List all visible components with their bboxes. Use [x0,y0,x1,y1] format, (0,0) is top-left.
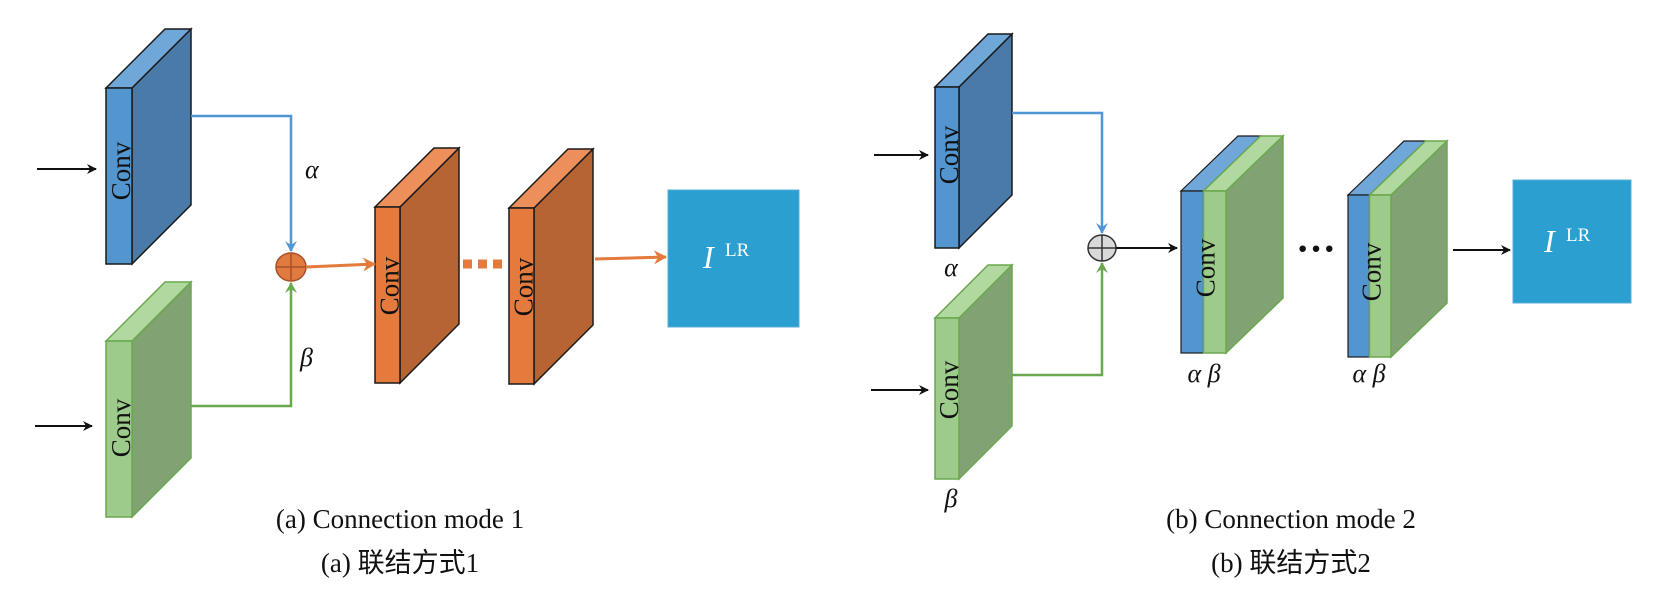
beta-label-b: β [944,484,958,513]
output-superscript-b: LR [1566,225,1591,246]
orange-arrow-2 [594,250,667,265]
mid1-alpha-beta-label: α β [1187,359,1220,388]
caption-a-zh: (a) 联结方式1 [321,548,479,578]
beta-path [191,282,297,408]
front-face [934,86,960,249]
ellipsis-dots: ··· [1296,226,1336,271]
front-face [934,317,960,480]
conv-label: Conv [1357,242,1387,301]
conv-label: Conv [509,257,539,316]
conv-block-a-bottom: Conv [104,280,193,519]
panel-a-connectors: I LR α β (a) Connection mode 1 (a) 联结方式1 [35,114,800,578]
front-face [105,340,133,518]
conv-block-a-mid2: Conv [507,147,595,386]
beta-label: β [299,343,313,372]
concat-block-b-mid2: Conv [1346,139,1449,359]
front-face [508,207,535,385]
front-face [374,206,401,384]
conv-block-b-bottom: Conv [933,263,1014,481]
front-face-beta [1202,190,1227,354]
beta-path-b [1012,262,1108,377]
conv-block-b-top: Conv [933,32,1014,250]
output-symbol-b: I [1543,223,1556,259]
output-superscript: LR [725,240,750,261]
add-operator-icon-b [1087,234,1117,262]
conv-label: Conv [1191,238,1221,297]
conv-label: Conv [106,141,136,200]
alpha-path-b [1012,111,1108,234]
alpha-path [191,114,297,252]
caption-b-zh: (b) 联结方式2 [1211,548,1371,578]
conv-label: Conv [106,398,136,457]
orange-arrow-1 [305,257,376,272]
mid2-alpha-beta-label: α β [1352,359,1385,388]
output-lr-box [667,189,800,328]
conv-label: Conv [934,360,964,419]
front-face-beta [1368,194,1392,358]
concat-block-b-mid1: Conv [1179,134,1285,355]
conv-block-a-mid1: Conv [373,146,461,385]
output-lr-box-b [1512,179,1632,304]
output-symbol: I [702,239,715,275]
front-face [105,87,133,265]
conv-label: Conv [934,125,964,184]
panel-b-connectors: ··· I LR α β α β α β (b) Connection mode… [871,111,1632,578]
conv-label: Conv [375,256,405,315]
conv-block-a-top: Conv [104,27,193,266]
alpha-label: α [305,155,320,184]
alpha-label-b: α [944,253,959,282]
caption-a-en: (a) Connection mode 1 [276,504,524,534]
caption-b-en: (b) Connection mode 2 [1166,504,1416,534]
add-operator-icon [275,252,307,282]
